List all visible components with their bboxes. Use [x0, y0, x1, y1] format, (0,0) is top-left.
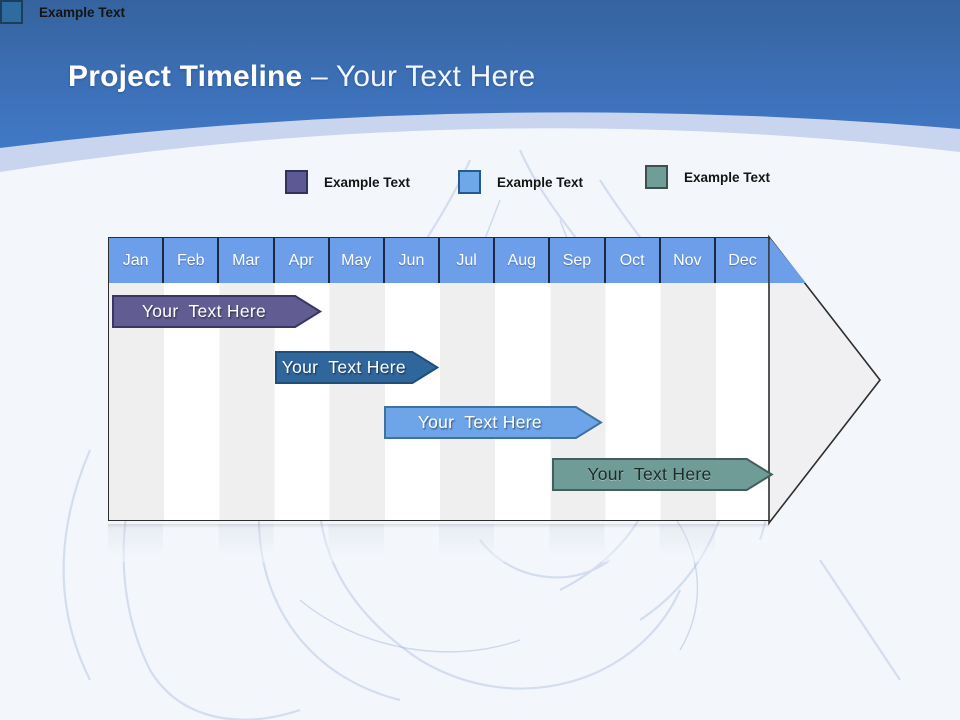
slide-title: Project Timeline – Your Text Here: [68, 60, 535, 94]
legend-label: Example Text: [497, 174, 584, 190]
legend-item-4: Example Text: [0, 0, 125, 24]
timeline-bar-1: Your Text Here: [112, 295, 323, 328]
legend-swatch-teal: [645, 165, 668, 189]
timeline-bar-label: Your Text Here: [141, 301, 267, 321]
month-cell: Sep: [550, 238, 606, 283]
timeline-bar-label: Your Text Here: [417, 412, 542, 432]
month-cell: Aug: [495, 238, 551, 283]
month-cell: Dec: [715, 238, 770, 283]
timeline-month-header: Jan Feb Mar Apr May Jun Jul Aug Sep Oct …: [109, 238, 770, 283]
legend-item-3: Example Text: [645, 165, 770, 189]
timeline-bar-4: Your Text Here: [552, 458, 774, 491]
slide-title-sub: – Your Text Here: [310, 60, 536, 93]
timeline-bar-3: Your Text Here: [383, 406, 603, 439]
slide-title-main: Project Timeline: [68, 60, 311, 93]
month-cell: Jan: [109, 238, 165, 283]
legend-label: Example Text: [39, 4, 126, 20]
timeline-bar-label: Your Text Here: [281, 357, 406, 377]
month-cell: May: [329, 238, 385, 283]
legend-item-1: Example Text: [285, 170, 410, 194]
month-cell: Apr: [274, 238, 330, 283]
month-cell: Oct: [605, 238, 661, 283]
legend-item-2: Example Text: [458, 170, 583, 194]
legend-label: Example Text: [324, 174, 411, 190]
month-cell: Jun: [384, 238, 441, 283]
month-cell: Nov: [660, 238, 716, 283]
month-cell: Feb: [164, 238, 220, 283]
legend-label: Example Text: [684, 169, 771, 185]
timeline-bar-label: Your Text Here: [587, 464, 712, 484]
timeline-bar-2: Your Text Here: [275, 351, 440, 384]
timeline-arrowhead: [768, 234, 882, 526]
timeline-chart: Jan Feb Mar Apr May Jun Jul Aug Sep Oct …: [108, 234, 882, 526]
timeline-reflection: [108, 524, 770, 562]
legend-swatch-purple: [285, 170, 308, 194]
month-cell: Jul: [440, 238, 496, 283]
legend-swatch-darkblue: [0, 0, 23, 24]
legend-swatch-lightblue: [458, 170, 481, 194]
month-cell: Mar: [219, 238, 275, 283]
